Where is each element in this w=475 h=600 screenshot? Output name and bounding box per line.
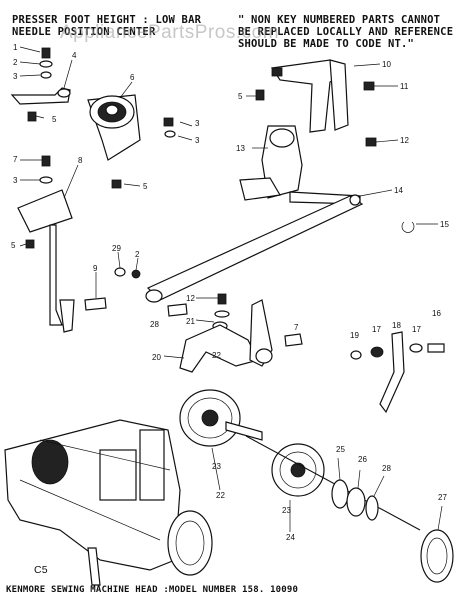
parts-note-line1: " NON KEY NUMBERED PARTS CANNOT <box>238 14 441 26</box>
presser-foot-note-line1: PRESSER FOOT HEIGHT : LOW BAR <box>12 14 202 26</box>
callout: 5 <box>238 92 243 101</box>
callout: 10 <box>382 60 391 69</box>
callout: 7 <box>13 155 18 164</box>
callout: 6 <box>130 73 135 82</box>
machine-head <box>4 419 213 586</box>
lever-arm <box>145 194 438 303</box>
callout: 3 <box>195 119 200 128</box>
callout: 3 <box>195 136 200 145</box>
callout: 14 <box>394 186 403 195</box>
cam-gear-left <box>179 389 263 491</box>
callout: 13 <box>236 144 245 153</box>
callout: 4 <box>72 51 77 60</box>
corner-code: C5 <box>34 564 48 576</box>
callout: 7 <box>294 323 299 332</box>
callout: 17 <box>372 325 381 334</box>
cam-gear-right <box>245 435 421 532</box>
callout: 20 <box>152 353 161 362</box>
callout: 26 <box>358 455 367 464</box>
callout: 12 <box>400 136 409 145</box>
callout: 16 <box>432 309 441 318</box>
feed-regulator <box>163 293 303 373</box>
footer-title: KENMORE SEWING MACHINE HEAD :MODEL NUMBE… <box>6 585 299 595</box>
small-fasteners <box>114 251 188 317</box>
callout: 22 <box>212 351 221 360</box>
watermark: AppliancePartsPros.com <box>60 22 280 43</box>
callout: 23 <box>212 462 221 471</box>
callout: 12 <box>186 294 195 303</box>
presser-foot-note-line2: NEEDLE POSITION CENTER <box>12 26 156 38</box>
callout: 9 <box>93 264 98 273</box>
callout: 2 <box>13 58 18 67</box>
callout: 5 <box>52 115 57 124</box>
callout: 5 <box>143 182 148 191</box>
callout: 15 <box>440 220 449 229</box>
callout: 29 <box>112 244 121 253</box>
callout: 17 <box>412 325 421 334</box>
callout: 11 <box>400 82 409 91</box>
parts-note-line2: BE REPLACED LOCALLY AND REFERENCE <box>238 26 454 38</box>
shaft-parts <box>331 457 454 583</box>
presser-foot-assembly <box>17 155 107 333</box>
presser-bar-bracket <box>10 46 73 122</box>
parts-note-line3: SHOULD BE MADE TO CODE NT." <box>238 38 415 50</box>
callout: 24 <box>286 533 295 542</box>
callout-numbers: 1 2 3 4 5 6 3 3 5 7 3 8 5 9 29 2 5 10 11… <box>11 43 449 542</box>
callout: 1 <box>13 43 18 52</box>
callout: 5 <box>11 241 16 250</box>
callout: 19 <box>350 331 359 340</box>
callout: 3 <box>13 176 18 185</box>
tension-assembly <box>87 81 193 189</box>
callout: 23 <box>282 506 291 515</box>
callout: 22 <box>216 491 225 500</box>
callout: 2 <box>135 250 140 259</box>
upper-right-bracket <box>246 59 399 147</box>
callout: 3 <box>13 72 18 81</box>
callout: 28 <box>150 320 159 329</box>
callout: 27 <box>438 493 447 502</box>
callout: 25 <box>336 445 345 454</box>
callout: 18 <box>392 321 401 330</box>
callout: 21 <box>186 317 195 326</box>
callout: 8 <box>78 156 83 165</box>
callout: 28 <box>382 464 391 473</box>
needle-clamp-parts <box>350 331 445 414</box>
